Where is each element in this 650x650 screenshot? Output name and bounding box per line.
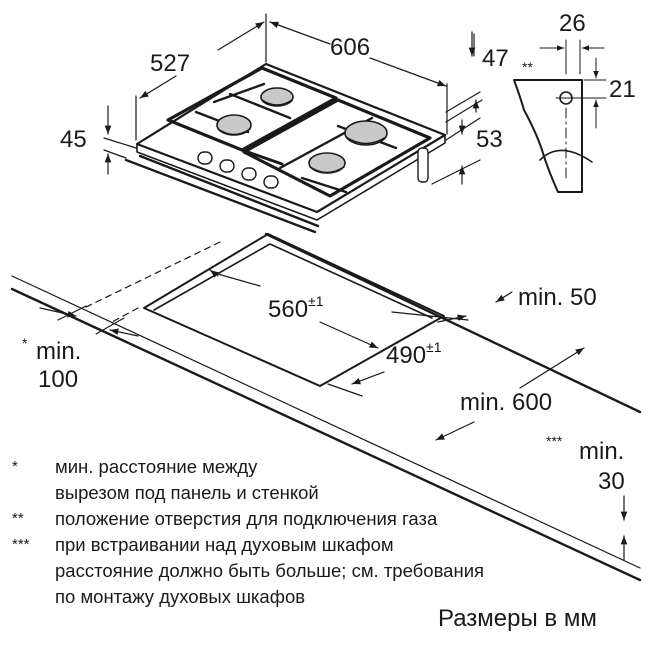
front-clearance-label: min. 600 (460, 389, 553, 416)
hob-height-right-top-label: 47 (482, 45, 509, 72)
wall-clearance-marker: * (22, 335, 28, 351)
hob-depth-label: 527 (150, 50, 191, 77)
cutout-width-tolerance: ±1 (308, 293, 324, 309)
hob-dimension-lines (103, 13, 483, 185)
cutout-depth-label: 490±1 (386, 339, 442, 369)
note-3-line-2: расстояние должно быть больше; см. требо… (55, 560, 485, 581)
oven-clearance-label: min. (579, 438, 625, 465)
note-3-line-1: при встраивании над духовым шкафом (55, 534, 394, 555)
hob-height-left-label: 45 (60, 126, 87, 153)
hob-illustration (124, 62, 447, 234)
note-3-marker: *** (12, 536, 30, 553)
note-1-marker: * (12, 458, 18, 475)
hob-width-label: 606 (330, 34, 371, 61)
cutout-depth-value: 490 (386, 342, 427, 369)
rear-clearance-label: min. 50 (518, 284, 597, 311)
note-2-marker: ** (12, 510, 24, 527)
wall-clearance-label: min. (36, 338, 82, 365)
note-1-line-1: мин. расстояние между (55, 456, 258, 477)
note-3-line-3: по монтажу духовых шкафов (55, 586, 306, 607)
wall-clearance-value: 100 (38, 366, 79, 393)
cutout-depth-tolerance: ±1 (426, 339, 442, 355)
cutout-width-value: 560 (268, 296, 309, 323)
units-label: Размеры в мм (438, 605, 597, 632)
gas-connection-marker: ** (522, 59, 533, 75)
gas-offset-y-label: 21 (609, 76, 636, 103)
gas-connection-detail (513, 39, 607, 193)
note-2-line-1: положение отверстия для подключения газа (55, 508, 438, 529)
cutout-width-label: 560±1 (268, 293, 324, 323)
gas-offset-x-label: 26 (559, 10, 586, 37)
oven-clearance-marker: *** (546, 433, 563, 449)
oven-clearance-value: 30 (598, 468, 625, 495)
hob-height-right-total-label: 53 (476, 126, 503, 153)
worktop-drawing (10, 232, 642, 582)
note-1-line-2: вырезом под панель и стенкой (55, 482, 319, 503)
